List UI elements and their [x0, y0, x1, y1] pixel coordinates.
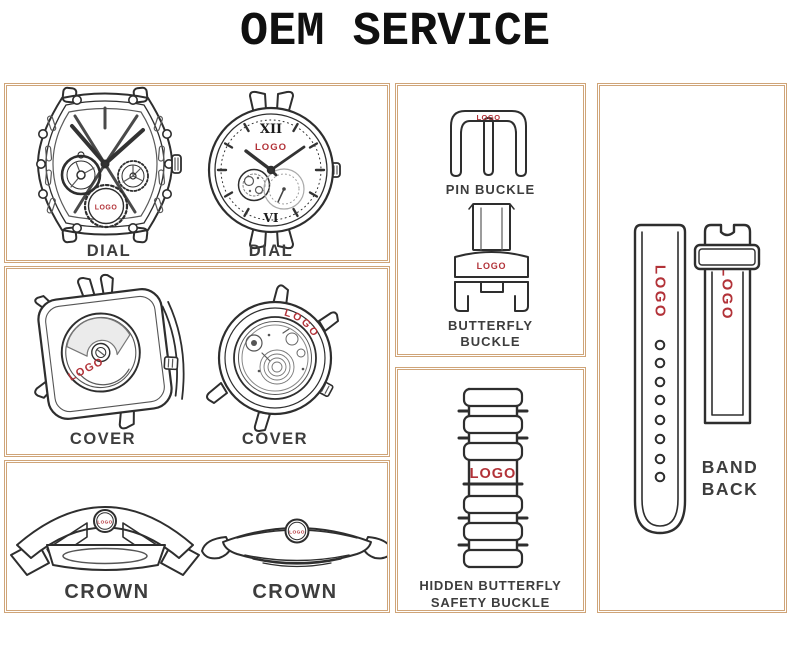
roman-numeral-twelve: XII	[260, 122, 282, 137]
pin-buckle-illustration: LOGO	[450, 110, 527, 177]
square-caseback-illustration: LOGO	[34, 273, 185, 430]
butterfly-buckle-label: BUTTERFLY BUCKLE	[447, 318, 534, 349]
crown-right-logo: LOGO	[289, 530, 305, 536]
panel-dial: LOGO	[4, 83, 390, 263]
butterfly-buckle-illustration: LOGO	[454, 203, 529, 312]
panel-band: LOGO LOGO BAND BACK	[597, 83, 787, 613]
roman-numeral-six: VI	[263, 211, 279, 225]
buckle-strap-illustration: LOGO	[693, 223, 761, 425]
panel-buckles: LOGO LOGO PIN BUCKLE BUTTERFLY BUCKLE	[395, 83, 586, 357]
safety-buckle-logo: LOGO	[470, 466, 517, 482]
safety-buckle-illustration: LOGO	[457, 387, 529, 569]
crown-label-right: CROWN	[252, 581, 338, 603]
cover-label-left: COVER	[69, 430, 137, 448]
round-dial-logo: LOGO	[255, 142, 287, 153]
page-title: OEM SERVICE	[239, 6, 551, 59]
slim-crown-side-illustration: LOGO	[201, 518, 387, 568]
panel-cover: LOGO	[4, 266, 390, 457]
dial-illustrations: LOGO	[35, 86, 341, 250]
tonneau-skeleton-dial-illustration: LOGO	[35, 86, 182, 244]
cover-label-right: COVER	[241, 430, 309, 448]
panel-safety-buckle: LOGO HIDDEN BUTTERFLY SAFETY BUCKLE	[395, 367, 586, 613]
round-caseback-illustration: LOGO	[206, 284, 339, 432]
long-strap-illustration: LOGO	[633, 223, 687, 535]
crown-label-left: CROWN	[64, 581, 150, 603]
dial-label-left: DIAL	[86, 242, 132, 260]
pin-buckle-label: PIN BUCKLE	[445, 182, 536, 197]
tonneau-crown-side-illustration: LOGO	[10, 506, 200, 576]
band-back-label: BAND BACK	[701, 457, 759, 499]
safety-buckle-label: HIDDEN BUTTERFLY SAFETY BUCKLE	[419, 578, 562, 610]
crown-left-logo: LOGO	[97, 520, 112, 525]
band-illustrations: LOGO LOGO	[633, 223, 761, 535]
pin-buckle-logo: LOGO	[476, 113, 500, 122]
crown-illustrations: LOGO LOGO	[10, 506, 387, 576]
buckle-illustrations: LOGO LOGO	[450, 110, 529, 312]
tonneau-dial-logo: LOGO	[95, 205, 118, 212]
long-strap-logo: LOGO	[652, 265, 669, 319]
bracelet-links-illustration: LOGO	[457, 387, 529, 569]
buckle-strap-logo: LOGO	[719, 267, 736, 321]
butterfly-buckle-logo: LOGO	[477, 261, 507, 271]
cover-illustrations: LOGO	[34, 273, 339, 432]
round-dial-illustration: XII VI LOGO	[207, 90, 341, 250]
panel-crown: LOGO LOGO CROWN CROWN	[4, 460, 390, 613]
dial-label-right: DIAL	[248, 242, 294, 260]
